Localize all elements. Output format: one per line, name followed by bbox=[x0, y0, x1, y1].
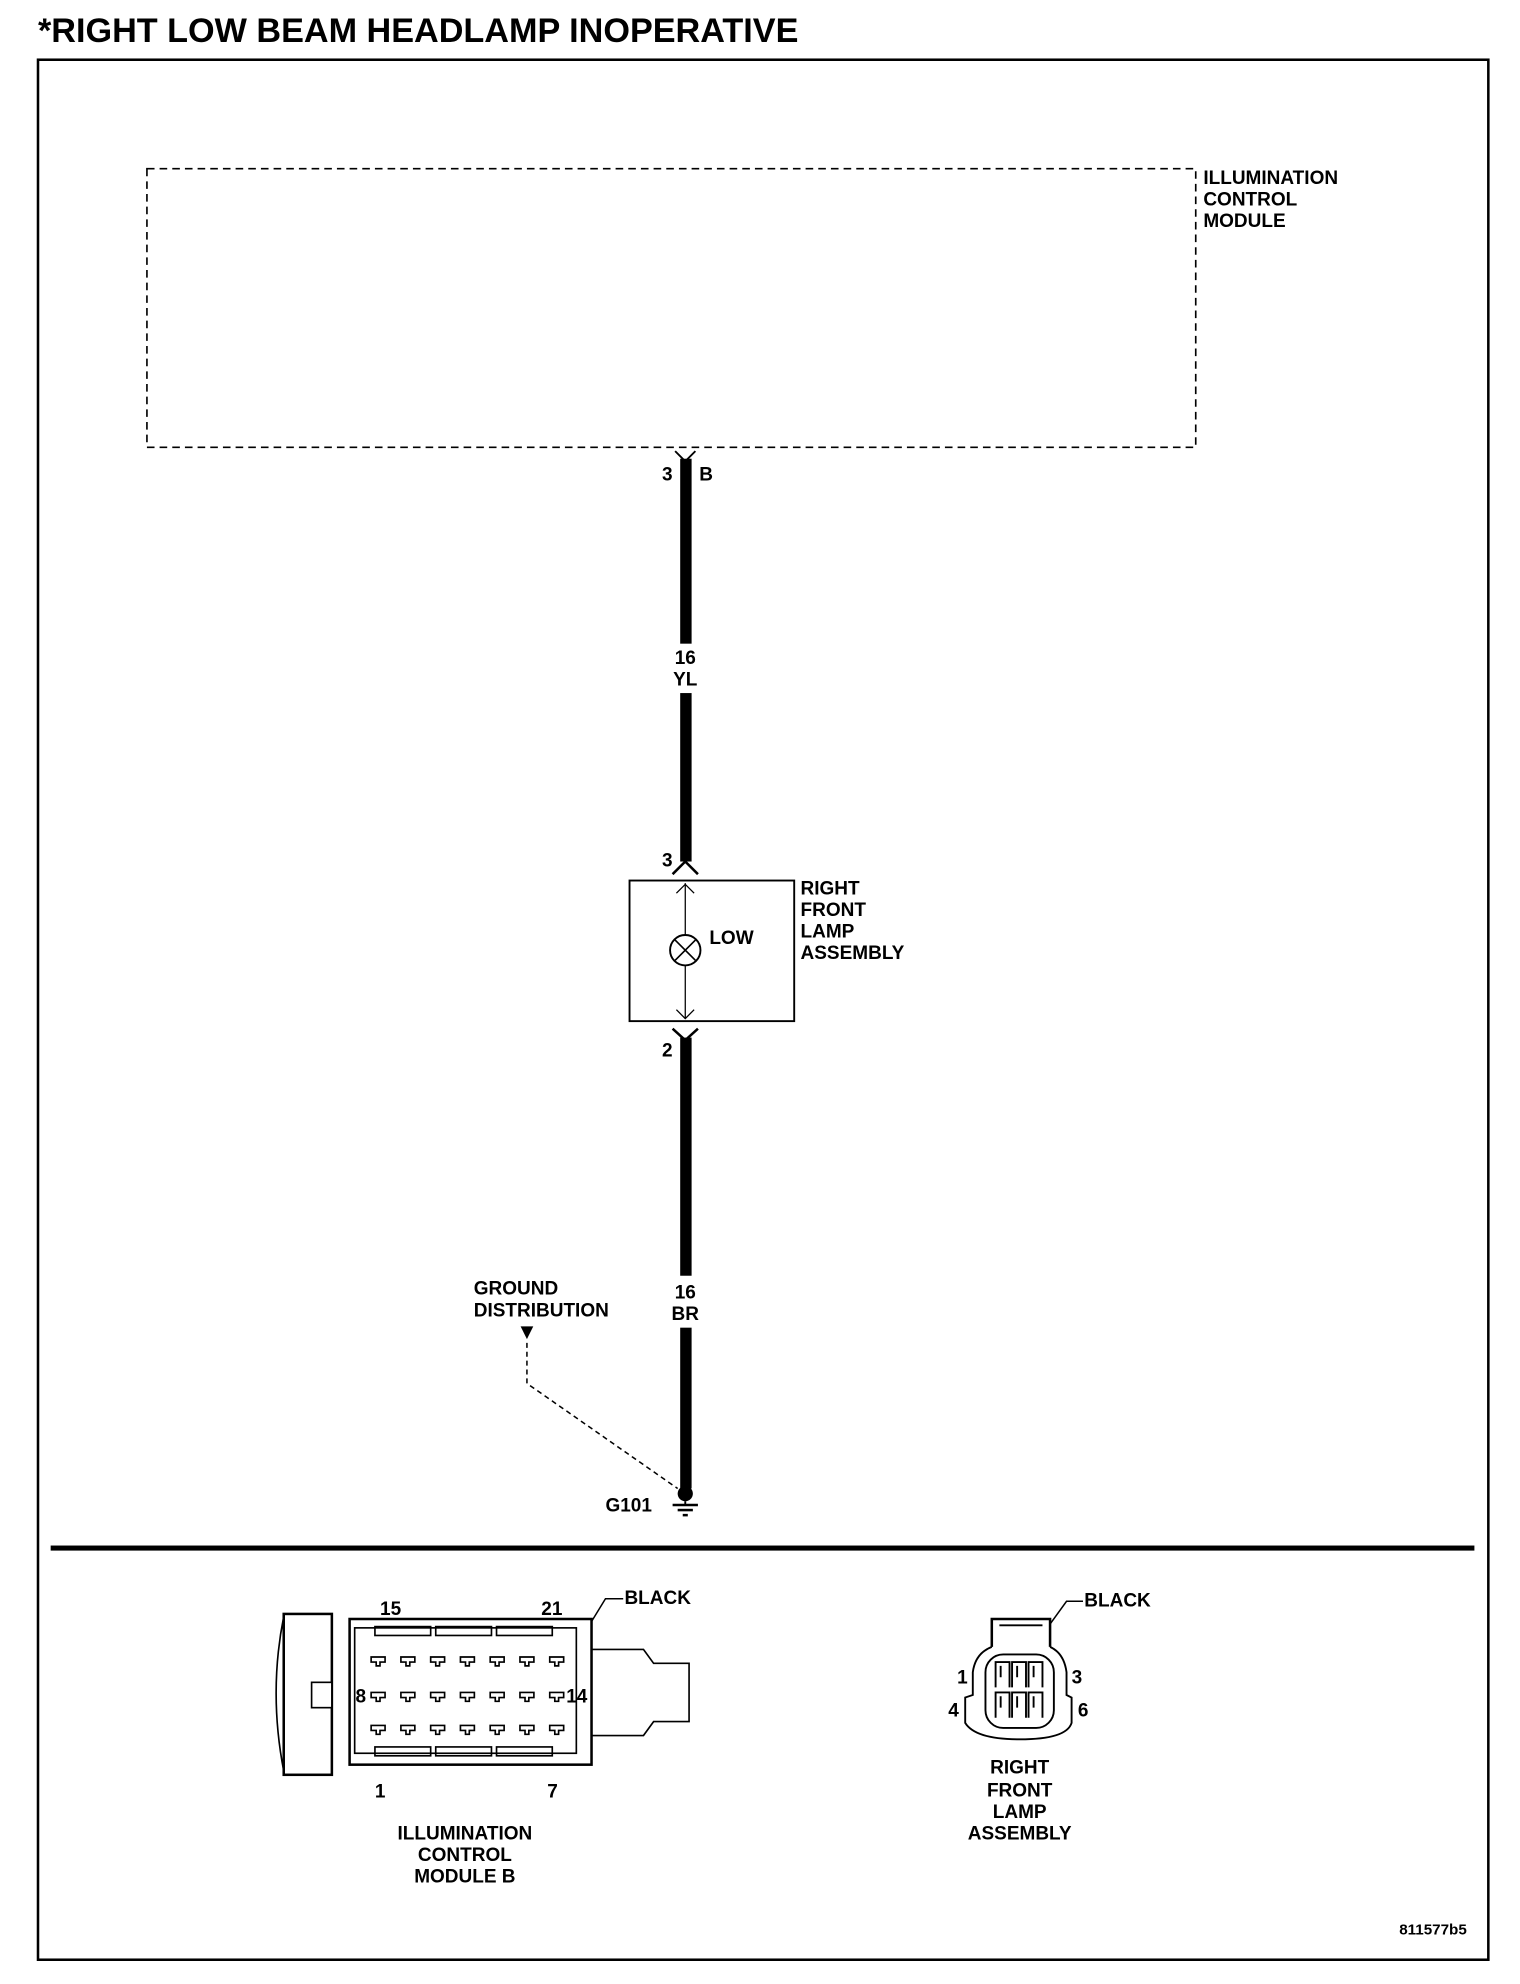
pin-cavity bbox=[489, 1691, 505, 1703]
connector-label-line: RIGHT bbox=[990, 1758, 1050, 1779]
latch-pad bbox=[495, 1746, 554, 1757]
connector-chevron-icon bbox=[671, 859, 699, 876]
pin-number: 2 bbox=[662, 1041, 673, 1062]
pin-cavity bbox=[459, 1656, 476, 1667]
lamp-assembly-box bbox=[628, 879, 796, 1023]
pin-number: 6 bbox=[1078, 1701, 1089, 1722]
wire-gauge: 16 bbox=[675, 648, 696, 669]
pin-cavity bbox=[489, 1724, 505, 1736]
module-label-line: MODULE bbox=[1203, 211, 1285, 232]
pin-cavity bbox=[548, 1691, 565, 1703]
label-line: RIGHT bbox=[801, 878, 861, 899]
leader-line bbox=[1049, 1600, 1083, 1625]
connector-letter: B bbox=[699, 464, 713, 485]
pin-cavity bbox=[1011, 1691, 1027, 1718]
pin-number: 4 bbox=[948, 1701, 959, 1722]
ground-distribution-label: GROUND bbox=[474, 1279, 558, 1300]
connector-label-line: CONTROL bbox=[418, 1845, 512, 1866]
pin-cavity bbox=[400, 1656, 416, 1667]
leader-line bbox=[590, 1597, 624, 1622]
pin-cavity bbox=[994, 1661, 1011, 1688]
pin-cavity bbox=[459, 1724, 476, 1736]
pin-number: 3 bbox=[662, 851, 673, 872]
terminal-arrow-icon bbox=[675, 883, 695, 1020]
bulb-icon bbox=[669, 934, 702, 967]
pin-cavity bbox=[519, 1656, 535, 1667]
icm-connector-face bbox=[275, 1612, 690, 1777]
connector-label-line: MODULE B bbox=[414, 1866, 515, 1887]
pin-cavity bbox=[459, 1691, 476, 1703]
ground-icon bbox=[672, 1486, 698, 1517]
pin-cavity bbox=[1011, 1661, 1027, 1688]
pin-cavity bbox=[429, 1656, 446, 1667]
label-line: ASSEMBLY bbox=[801, 943, 905, 964]
module-label-line: ILLUMINATION bbox=[1203, 168, 1338, 189]
pin-number: 1 bbox=[375, 1782, 386, 1803]
wire-gauge: 16 bbox=[675, 1283, 696, 1304]
connector-label-line: ASSEMBLY bbox=[968, 1823, 1072, 1844]
label-line: FRONT bbox=[801, 900, 867, 921]
pin-cavity bbox=[429, 1691, 446, 1703]
wire-yl bbox=[680, 458, 692, 644]
figure-id: 811577b5 bbox=[1399, 1921, 1467, 1938]
wire-color: BR bbox=[672, 1304, 700, 1325]
latch-pad bbox=[374, 1746, 432, 1757]
ground-dashed-link bbox=[526, 1342, 679, 1490]
latch-pad bbox=[374, 1625, 432, 1637]
latch-pad bbox=[434, 1625, 493, 1637]
ground-distribution-label: DISTRIBUTION bbox=[474, 1300, 609, 1321]
connector-label-line: LAMP bbox=[993, 1802, 1047, 1823]
latch-pad bbox=[434, 1746, 493, 1757]
lamp-assembly-label: RIGHT FRONT LAMP ASSEMBLY bbox=[801, 878, 905, 964]
pin-cavity bbox=[400, 1724, 416, 1736]
wire-br bbox=[680, 1327, 692, 1489]
lamp-connector-face bbox=[964, 1617, 1073, 1741]
ground-id: G101 bbox=[605, 1495, 652, 1516]
triangle-pointer-icon bbox=[520, 1326, 534, 1340]
connector-label-line: ILLUMINATION bbox=[397, 1823, 532, 1844]
latch-pad bbox=[495, 1625, 554, 1637]
pin-cavity bbox=[429, 1724, 446, 1736]
pin-cavity bbox=[994, 1691, 1011, 1718]
connector-color-label: BLACK bbox=[624, 1588, 691, 1609]
pin-number: 1 bbox=[957, 1668, 968, 1689]
pin-number: 7 bbox=[547, 1782, 558, 1803]
pin-cavity bbox=[548, 1656, 565, 1667]
pin-cavity bbox=[519, 1724, 535, 1736]
pin-cavity bbox=[519, 1691, 535, 1703]
pin-number: 21 bbox=[541, 1599, 563, 1620]
connector-label-line: FRONT bbox=[987, 1780, 1053, 1801]
diagram-frame bbox=[36, 58, 1490, 1961]
pin-number: 8 bbox=[355, 1687, 366, 1708]
pin-number: 3 bbox=[1072, 1668, 1083, 1689]
wire-yl bbox=[680, 693, 692, 862]
wire-br bbox=[680, 1037, 692, 1276]
pin-cavity bbox=[548, 1724, 565, 1736]
pin-number: 15 bbox=[380, 1599, 402, 1620]
section-divider bbox=[50, 1545, 1475, 1551]
module-label-line: CONTROL bbox=[1203, 189, 1297, 210]
wire-color: YL bbox=[673, 669, 698, 690]
diagram-title: *RIGHT LOW BEAM HEADLAMP INOPERATIVE bbox=[38, 12, 798, 50]
connector-color-label: BLACK bbox=[1084, 1590, 1151, 1611]
pin-number: 14 bbox=[566, 1687, 588, 1708]
bulb-label: LOW bbox=[709, 928, 753, 949]
label-line: LAMP bbox=[801, 922, 855, 943]
pin-cavity bbox=[1027, 1691, 1044, 1718]
pin-cavity bbox=[370, 1724, 386, 1736]
illumination-control-module-box bbox=[146, 167, 1197, 449]
pin-cavity bbox=[370, 1656, 386, 1667]
pin-cavity bbox=[400, 1691, 416, 1703]
module-label: ILLUMINATION CONTROL MODULE bbox=[1203, 168, 1338, 232]
pin-cavity bbox=[370, 1691, 386, 1703]
pin-cavity bbox=[1027, 1661, 1044, 1688]
pin-cavity bbox=[489, 1656, 505, 1667]
pin-number: 3 bbox=[662, 464, 673, 485]
